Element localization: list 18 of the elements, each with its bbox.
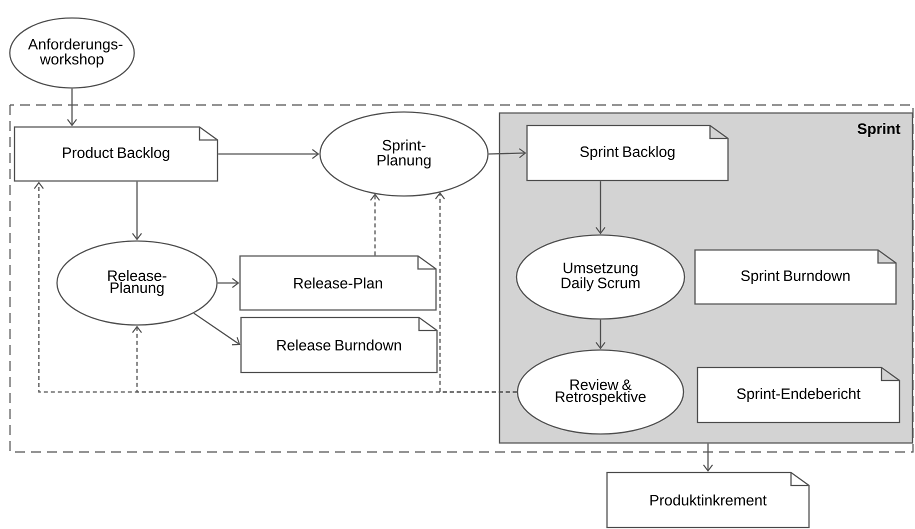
document-box: Release Burndown bbox=[240, 316, 438, 374]
document-box: Sprint Backlog bbox=[526, 124, 729, 182]
arrow bbox=[194, 312, 240, 346]
arrow bbox=[132, 182, 142, 240]
arrow bbox=[703, 444, 713, 472]
arrow bbox=[67, 88, 77, 126]
arrow bbox=[596, 320, 606, 350]
document-box: Sprint-Endebericht bbox=[696, 366, 900, 424]
document-box: Release-Plan bbox=[239, 255, 437, 311]
arrow bbox=[596, 181, 606, 234]
document-box: Sprint Burndown bbox=[694, 249, 897, 305]
dashed-arrow bbox=[370, 193, 380, 256]
arrow bbox=[488, 148, 526, 158]
dashed-arrow bbox=[435, 192, 517, 393]
document-box: Product Backlog bbox=[14, 126, 218, 182]
arrow bbox=[218, 149, 320, 159]
arrow bbox=[218, 278, 240, 288]
document-box: Produktinkrement bbox=[606, 472, 810, 528]
